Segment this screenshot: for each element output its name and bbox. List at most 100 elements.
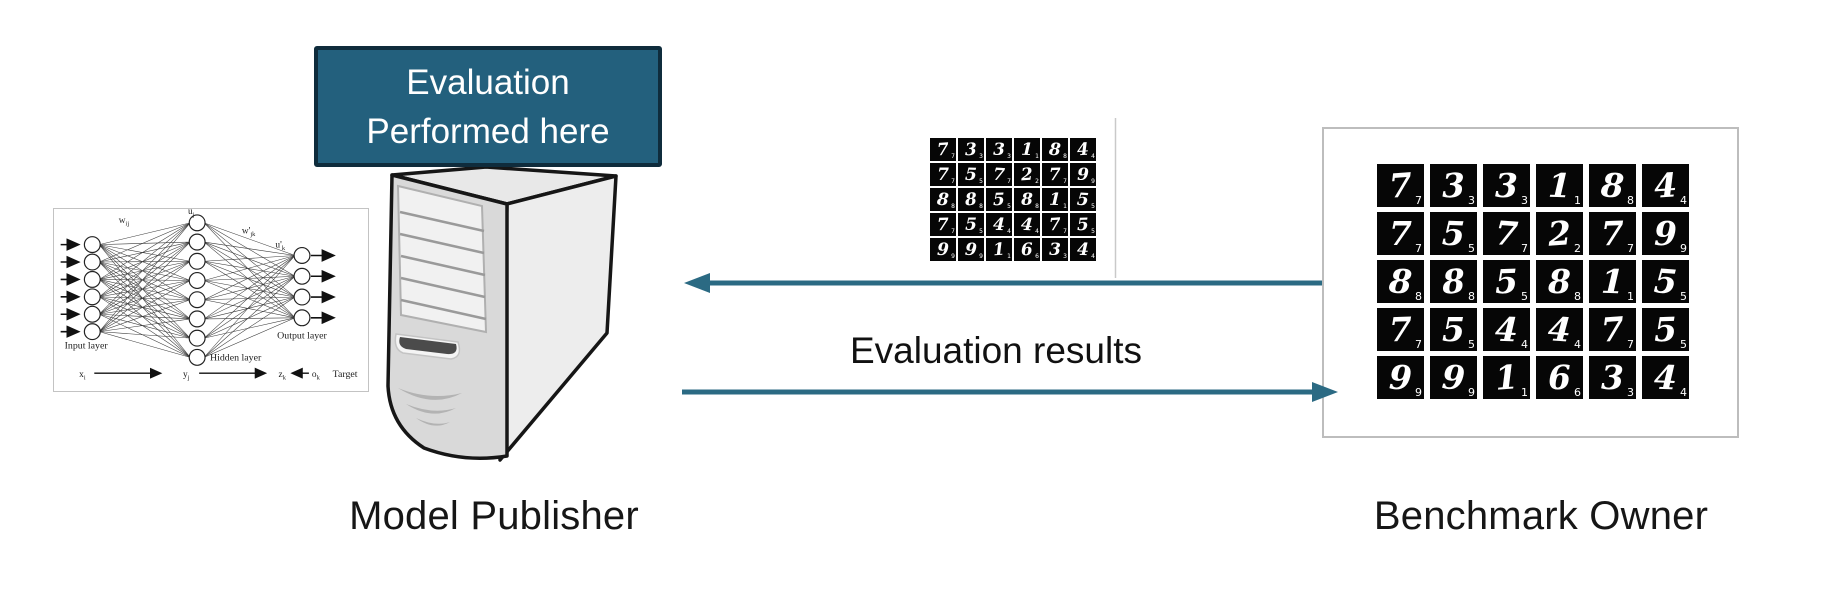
- handwritten-digit: 7: [1600, 213, 1625, 254]
- handwritten-digit: 5: [1653, 309, 1678, 350]
- banner-line-2: Performed here: [366, 111, 610, 151]
- handwritten-digit: 4: [1076, 139, 1090, 160]
- handwritten-digit: 7: [937, 164, 949, 185]
- digit-corner-label: 7: [1007, 178, 1011, 185]
- nn-node: [83, 323, 101, 341]
- handwritten-digit: 4: [1653, 357, 1678, 398]
- digit-corner-label: 5: [1468, 242, 1475, 255]
- nn-nodes: [83, 214, 311, 366]
- nn-node: [293, 309, 311, 327]
- digit-corner-label: 7: [1415, 242, 1422, 255]
- digit-corner-label: 3: [979, 153, 983, 160]
- arrowhead-left: [684, 273, 710, 293]
- tower-floppy-slot: [399, 337, 457, 355]
- digit-corner-label: 7: [1063, 178, 1067, 185]
- digit-corner-label: 8: [1035, 203, 1039, 210]
- digit-corner-label: 8: [1415, 290, 1422, 303]
- nn-node: [188, 252, 206, 270]
- digit-corner-label: 2: [1574, 242, 1581, 255]
- digit-corner-label: 5: [1091, 203, 1095, 210]
- digit-corner-label: 9: [951, 253, 955, 260]
- digit-corner-label: 1: [1521, 386, 1528, 399]
- nn-label-input-layer: Input layer: [65, 340, 109, 351]
- handwritten-digit: 9: [1077, 164, 1089, 185]
- handwritten-digit: 4: [1546, 309, 1573, 350]
- tower-bay-slats: [399, 210, 487, 321]
- handwritten-digit: 1: [992, 239, 1006, 260]
- digit-corner-label: 5: [979, 228, 983, 235]
- handwritten-digit: 5: [1652, 261, 1679, 302]
- digit-corner-label: 7: [1063, 228, 1067, 235]
- nn-node: [188, 291, 206, 309]
- handwritten-digit: 1: [1600, 261, 1625, 302]
- model-publisher-caption: Model Publisher: [349, 494, 639, 538]
- digit-corner-label: 9: [1680, 242, 1687, 255]
- handwritten-digit: 3: [1441, 165, 1466, 206]
- svg-text:ok: ok: [312, 370, 321, 381]
- nn-node: [83, 305, 101, 323]
- digit-corner-label: 3: [1063, 253, 1067, 260]
- handwritten-digit: 4: [1652, 165, 1679, 206]
- digit-corner-label: 8: [1063, 153, 1067, 160]
- digit-corner-label: 4: [1091, 253, 1095, 260]
- svg-text:yj: yj: [183, 370, 190, 381]
- nn-label-target: Target: [333, 369, 358, 380]
- benchmark-owner-caption: Benchmark Owner: [1373, 494, 1709, 538]
- tower-drive-bays: [396, 184, 488, 334]
- handwritten-digit: 3: [964, 139, 978, 160]
- digit-corner-label: 3: [1627, 386, 1634, 399]
- handwritten-digit: 7: [1048, 164, 1062, 185]
- handwritten-digit: 6: [1547, 357, 1572, 398]
- handwritten-digit: 9: [936, 239, 950, 260]
- nn-label-output-layer: Output layer: [277, 331, 327, 342]
- nn-node: [188, 271, 206, 290]
- banner-line-1: Evaluation: [406, 62, 570, 102]
- nn-label-w-out: w'jk: [242, 227, 256, 238]
- digit-corner-label: 5: [1091, 228, 1095, 235]
- handwritten-digit: 5: [1076, 189, 1090, 210]
- neural-network-diagram: wij uj w'jk u'k Input layer Hidden layer…: [60, 209, 358, 382]
- handwritten-digit: 5: [1494, 261, 1519, 302]
- handwritten-digit: 3: [1495, 166, 1518, 205]
- digit-corner-label: 1: [1574, 194, 1581, 207]
- digit-corner-label: 4: [1091, 153, 1095, 160]
- digit-corner-label: 5: [1680, 338, 1687, 351]
- handwritten-digit: 4: [1020, 214, 1034, 235]
- handwritten-digit: 1: [1020, 139, 1034, 160]
- handwritten-digit: 9: [1440, 357, 1467, 398]
- handwritten-digit: 1: [1048, 189, 1062, 210]
- digit-corner-label: 9: [1468, 386, 1475, 399]
- digit-corner-label: 9: [1415, 386, 1422, 399]
- digit-corner-label: 4: [1521, 338, 1528, 351]
- handwritten-digit: 7: [1388, 309, 1413, 350]
- tower-vents: [398, 388, 462, 426]
- digit-corner-label: 4: [1035, 228, 1039, 235]
- handwritten-digit: 8: [964, 189, 978, 210]
- digit-corner-label: 9: [1091, 178, 1095, 185]
